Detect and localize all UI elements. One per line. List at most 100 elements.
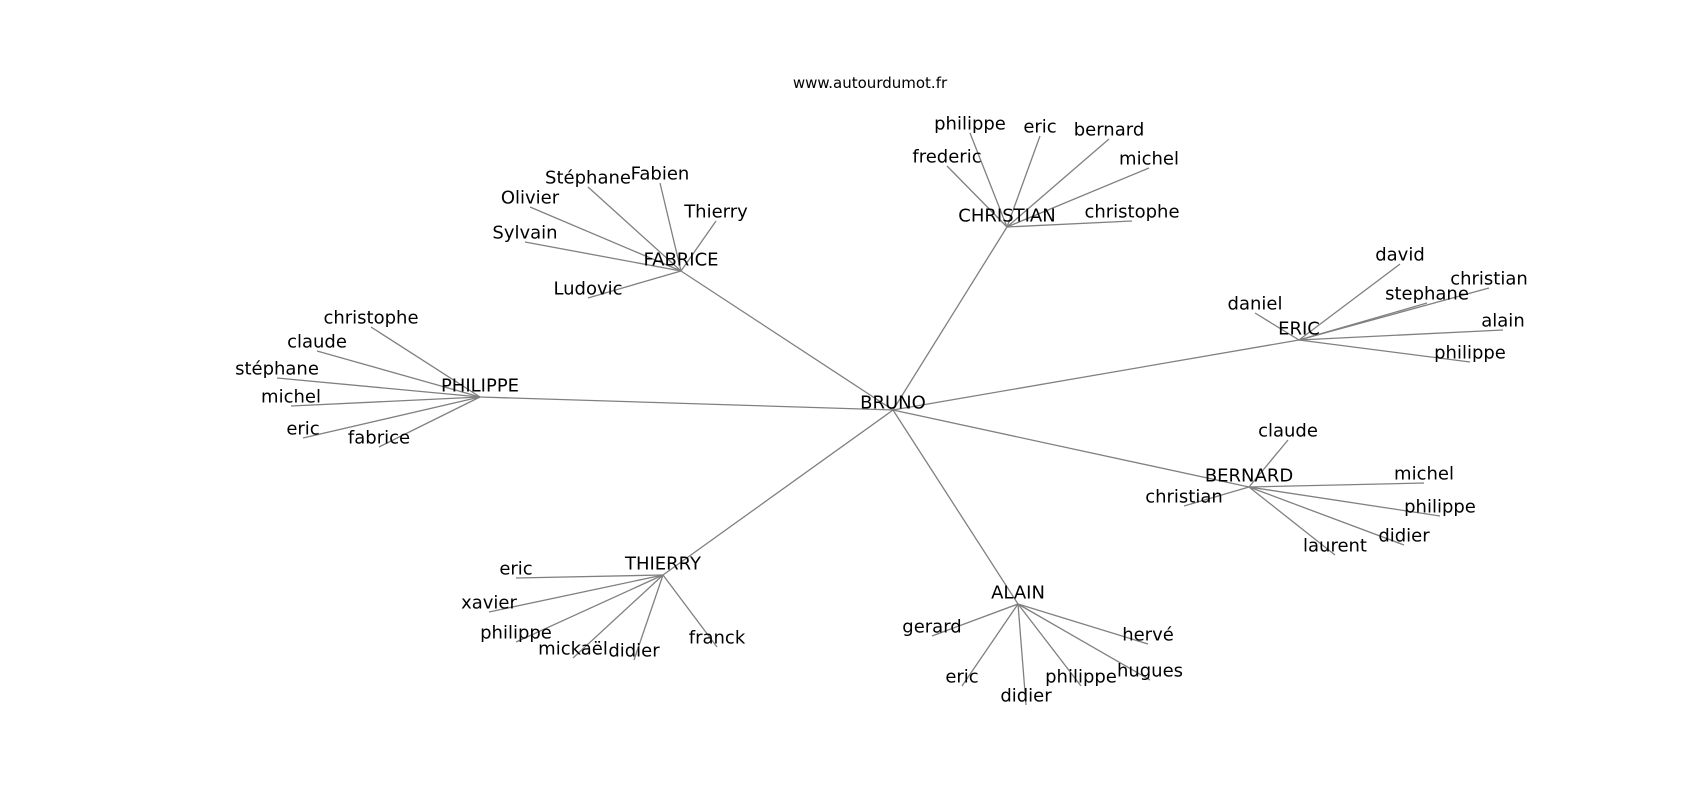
edge-philippe-leaf — [370, 326, 481, 398]
edge-philippe-leaf — [316, 350, 481, 398]
leaf-node-label[interactable]: Ludovic — [553, 279, 622, 300]
edge-center-christian — [892, 226, 1008, 411]
leaf-node-label[interactable]: stéphane — [235, 359, 319, 380]
hub-node-label[interactable]: PHILIPPE — [441, 376, 519, 397]
edge-christian-leaf — [1006, 138, 1110, 228]
leaf-node-label[interactable]: eric — [945, 667, 978, 688]
edge-christian-leaf — [1006, 167, 1150, 228]
leaf-node-label[interactable]: hugues — [1117, 661, 1183, 682]
leaf-node-label[interactable]: alain — [1481, 311, 1524, 332]
leaf-node-label[interactable]: philippe — [934, 114, 1006, 135]
edge-eric-leaf — [1254, 312, 1300, 341]
leaf-node-label[interactable]: franck — [689, 628, 746, 649]
edge-fabrice-leaf — [587, 186, 682, 272]
leaf-node-label[interactable]: christophe — [323, 308, 418, 329]
edge-christian-leaf — [1006, 220, 1133, 228]
leaf-node-label[interactable]: claude — [1258, 421, 1318, 442]
hub-node-label[interactable]: THIERRY — [624, 554, 702, 575]
edge-fabrice-leaf — [529, 206, 682, 272]
site-watermark[interactable]: www.autourdumot.fr — [793, 74, 948, 92]
leaf-node-label[interactable]: bernard — [1074, 120, 1145, 141]
leaf-node-label[interactable]: philippe — [1045, 667, 1117, 688]
leaf-node-label[interactable]: fabrice — [348, 428, 410, 449]
edge-bernard-leaf — [1183, 486, 1250, 507]
hub-node-label[interactable]: BERNARD — [1205, 466, 1293, 487]
leaf-node-label[interactable]: philippe — [480, 623, 552, 644]
leaf-node-label[interactable]: didier — [608, 641, 660, 662]
hub-node-label[interactable]: ALAIN — [991, 583, 1045, 604]
leaf-node-label[interactable]: hervé — [1122, 625, 1174, 646]
edge-bernard-leaf — [1248, 486, 1441, 517]
edge-philippe-leaf — [378, 396, 481, 448]
edge-center-bernard — [892, 409, 1250, 488]
edge-fabrice-leaf — [680, 220, 717, 272]
center-node-label[interactable]: BRUNO — [860, 393, 926, 414]
leaf-node-label[interactable]: eric — [499, 559, 532, 580]
leaf-node-label[interactable]: Stéphane — [545, 168, 631, 189]
edge-bernard-leaf — [1248, 439, 1289, 488]
edge-center-alain — [892, 409, 1019, 605]
edge-fabrice-leaf — [524, 241, 682, 272]
edge-eric-leaf — [1298, 302, 1428, 341]
leaf-node-label[interactable]: Sylvain — [492, 223, 557, 244]
leaf-node-label[interactable]: claude — [287, 332, 347, 353]
leaf-node-label[interactable]: michel — [1119, 149, 1179, 170]
leaf-node-label[interactable]: daniel — [1228, 294, 1283, 315]
edge-eric-leaf — [1298, 339, 1471, 363]
leaf-node-label[interactable]: philippe — [1404, 497, 1476, 518]
leaf-node-label[interactable]: michel — [1394, 464, 1454, 485]
edge-bernard-leaf — [1248, 486, 1405, 546]
leaf-node-label[interactable]: eric — [286, 419, 319, 440]
hub-node-label[interactable]: CHRISTIAN — [958, 206, 1055, 227]
edge-alain-leaf — [1017, 603, 1027, 706]
leaf-node-label[interactable]: Thierry — [683, 202, 748, 223]
edge-alain-leaf — [1017, 603, 1151, 681]
edge-thierry-leaf — [515, 574, 664, 643]
edge-bernard-leaf — [1248, 482, 1425, 488]
leaf-node-label[interactable]: michel — [261, 387, 321, 408]
edge-center-thierry — [662, 409, 894, 576]
edge-thierry-leaf — [572, 574, 664, 659]
edge-thierry-leaf — [488, 574, 664, 613]
edge-philippe-leaf — [290, 396, 481, 407]
edge-alain-leaf — [931, 603, 1019, 637]
edge-eric-leaf — [1298, 263, 1401, 341]
edge-center-fabrice — [680, 270, 894, 411]
edge-christian-leaf — [946, 165, 1008, 228]
edge-eric-leaf — [1298, 329, 1504, 341]
graph-edges — [276, 132, 1504, 706]
leaf-node-label[interactable]: frederic — [912, 147, 981, 168]
edge-thierry-leaf — [662, 574, 718, 648]
edge-center-eric — [892, 339, 1300, 411]
edge-philippe-leaf — [276, 377, 481, 398]
edge-thierry-leaf — [633, 574, 664, 661]
graph-labels: BRUNO CHRISTIAN philippe eric bernard frederi… — [235, 114, 1528, 707]
edge-alain-leaf — [1017, 603, 1149, 645]
leaf-node-label[interactable]: Fabien — [631, 164, 690, 185]
leaf-node-label[interactable]: david — [1375, 245, 1425, 266]
leaf-node-label[interactable]: gerard — [902, 617, 961, 638]
leaf-node-label[interactable]: didier — [1378, 526, 1430, 547]
leaf-node-label[interactable]: mickaël — [538, 639, 608, 660]
edge-bernard-leaf — [1248, 486, 1336, 556]
edge-christian-leaf — [1006, 135, 1041, 228]
hub-node-label[interactable]: ERIC — [1278, 319, 1320, 340]
edge-center-philippe — [479, 396, 894, 411]
edge-alain-leaf — [961, 603, 1019, 687]
leaf-node-label[interactable]: Olivier — [501, 188, 560, 209]
leaf-node-label[interactable]: eric — [1023, 117, 1056, 138]
edge-alain-leaf — [1017, 603, 1082, 687]
edge-philippe-leaf — [302, 396, 481, 439]
leaf-node-label[interactable]: christian — [1450, 269, 1528, 290]
leaf-node-label[interactable]: christophe — [1084, 202, 1179, 223]
leaf-node-label[interactable]: christian — [1145, 487, 1223, 508]
edge-thierry-leaf — [515, 574, 664, 579]
leaf-node-label[interactable]: xavier — [461, 593, 517, 614]
leaf-node-label[interactable]: didier — [1000, 686, 1052, 707]
leaf-node-label[interactable]: philippe — [1434, 343, 1506, 364]
hub-node-label[interactable]: FABRICE — [643, 250, 718, 271]
leaf-node-label[interactable]: stephane — [1385, 284, 1469, 305]
leaf-node-label[interactable]: laurent — [1303, 536, 1367, 557]
edge-christian-leaf — [969, 132, 1008, 228]
